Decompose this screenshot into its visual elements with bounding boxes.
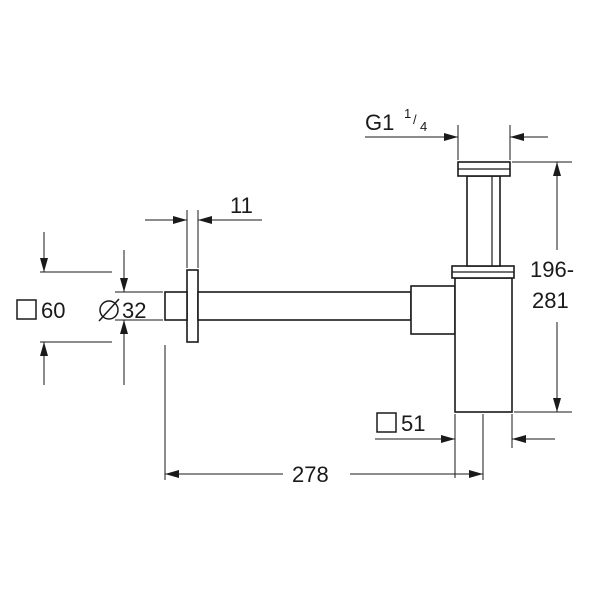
thread-label-num: 1 — [404, 106, 411, 121]
height-arrow-top — [553, 162, 561, 176]
square-icon — [376, 412, 397, 433]
plate-arrow-bottom — [40, 342, 48, 356]
pipe-label: 32 — [122, 298, 146, 323]
thread-label-slash: / — [413, 112, 417, 127]
body-arrow-right — [512, 435, 526, 443]
pipe-collar — [410, 285, 456, 335]
pipe-arrow-top — [120, 278, 128, 292]
plate-arrow-top — [40, 258, 48, 272]
wall-flange — [186, 269, 199, 343]
height-label-line2: 281 — [532, 288, 569, 313]
thread-label-den: 4 — [420, 119, 427, 134]
plate-label: 60 — [41, 298, 65, 323]
flange-arrow-right — [198, 216, 212, 224]
flange-arrow-left — [173, 216, 187, 224]
square-icon — [16, 299, 37, 320]
trap-body — [454, 277, 513, 413]
length-arrow-right — [469, 470, 483, 478]
length-arrow-left — [165, 470, 179, 478]
length-label: 278 — [292, 462, 329, 487]
riser-tube — [466, 175, 501, 267]
body-label: 51 — [401, 411, 425, 436]
thread-arrow-right — [510, 133, 524, 141]
body-arrow-left — [441, 435, 455, 443]
pipe-stub — [164, 291, 188, 321]
thread-label-main: G1 — [365, 110, 394, 135]
thread-arrow-left — [444, 133, 458, 141]
height-label-line1: 196- — [530, 257, 574, 282]
pipe-arrow-bottom — [120, 320, 128, 334]
flange-label: 11 — [230, 193, 253, 218]
height-arrow-bottom — [553, 398, 561, 412]
outlet-pipe — [197, 291, 412, 321]
diameter-icon — [98, 298, 120, 322]
